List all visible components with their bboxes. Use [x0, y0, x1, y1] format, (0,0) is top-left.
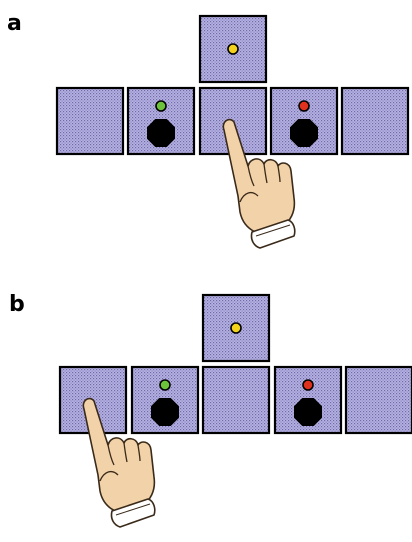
- octagon-obstacle-icon: [151, 398, 179, 426]
- green-light-icon: [159, 379, 171, 391]
- red-light-icon: [298, 100, 310, 112]
- tile-left-center: [130, 365, 200, 435]
- panel-b: [58, 293, 412, 528]
- tile-center-square: [201, 365, 271, 435]
- octagon-obstacle-icon: [294, 398, 322, 426]
- tile-left-center: [126, 86, 196, 156]
- tile-right-center: [273, 365, 343, 435]
- panel-a-label: a: [7, 11, 22, 36]
- tile-right-square: [344, 365, 412, 435]
- octagon-obstacle-icon: [290, 119, 318, 147]
- tile-top-center: [201, 293, 271, 363]
- tile-right-center: [269, 86, 339, 156]
- tile-right-square: [340, 86, 410, 156]
- yellow-light-icon: [227, 43, 239, 55]
- yellow-light-icon: [230, 322, 242, 334]
- tile-top-center: [198, 14, 268, 84]
- green-light-icon: [155, 100, 167, 112]
- tile-right: [340, 86, 410, 156]
- pointing-hand-icon: [82, 397, 156, 528]
- octagon-obstacle-icon: [147, 119, 175, 147]
- panel-a: [55, 14, 410, 249]
- tile-right: [344, 365, 412, 435]
- pointing-hand-icon: [222, 118, 296, 249]
- tile-center: [201, 365, 271, 435]
- tile-left: [55, 86, 125, 156]
- panel-b-label: b: [9, 292, 25, 317]
- red-light-icon: [302, 379, 314, 391]
- tile-left-square: [55, 86, 125, 156]
